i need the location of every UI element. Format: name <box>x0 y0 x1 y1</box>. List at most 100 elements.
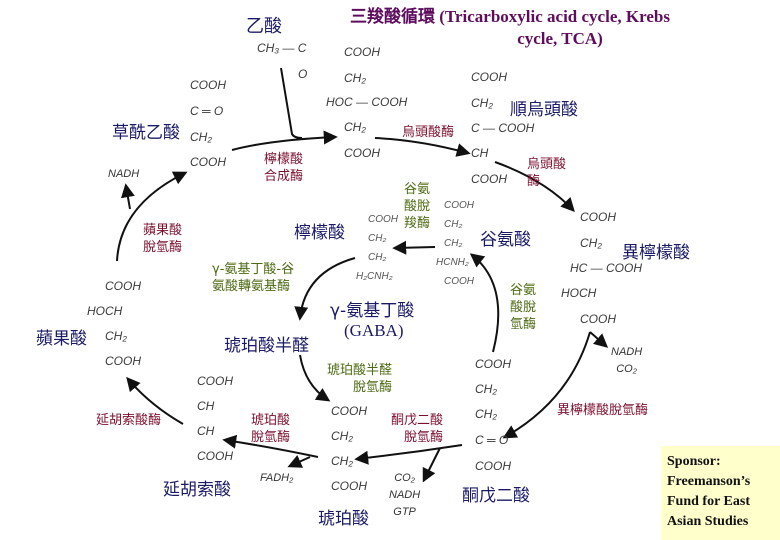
sponsor-line: Asian Studies <box>667 514 749 529</box>
cofactor-line: CO₂ <box>616 363 637 375</box>
cofactor-line: CO₂ <box>394 472 415 484</box>
arrow-isocitrate-nadh <box>589 331 609 348</box>
enzyme-line: 琥珀酸半醛 <box>326 363 392 378</box>
structure-row: CH₂ <box>190 130 212 144</box>
structure-row: COOH <box>580 312 616 326</box>
enzyme-line: 氨酸轉氨基酶 <box>212 279 291 294</box>
structure-row: COOH <box>331 479 367 493</box>
arrow-oxaloacetate-to-citrate <box>231 130 338 151</box>
compound-alpha-ketoglutarate: 酮戊二酸 <box>462 486 530 506</box>
arrow-gaba-to-ssa <box>294 257 356 321</box>
cofactor-line: NADH <box>389 489 421 501</box>
structure-row: CH₂ <box>331 429 353 443</box>
structure-row: COOH <box>580 210 616 224</box>
structure-row: COOH <box>105 354 141 368</box>
arrow-succinate-to-fumarate <box>222 434 319 458</box>
arrow-fumarate-to-malate <box>126 376 184 425</box>
enzyme-line: 蘋果酸 <box>143 223 183 238</box>
structure-row: COOH <box>444 276 474 287</box>
title-line-1: 三羧酸循環 (Tricarboxylic acid cycle, Krebs <box>350 7 670 26</box>
structure-row: COOH <box>197 374 233 388</box>
sponsor-box: Sponsor: Freemanson’s Fund for East Asia… <box>661 446 780 540</box>
cofactor-akg-products: CO₂ NADH GTP <box>389 470 420 521</box>
structure-row: CH₂ <box>580 236 602 250</box>
structure-row: H₂CNH₂ <box>356 271 393 282</box>
arrow-malate-nadh <box>121 183 135 210</box>
cofactor-isocitrate-products: NADH CO₂ <box>611 344 642 378</box>
structure-row: CH₂ <box>475 382 497 396</box>
compound-acetate: 乙酸 <box>246 16 282 37</box>
sponsor-line: Sponsor: <box>667 454 721 469</box>
structure-row: CH₂ <box>444 238 463 249</box>
enzyme-akg-dehydrogenase: 酮戊二酸 脫氫酶 <box>383 412 443 446</box>
structure-row: COOH <box>475 357 511 371</box>
structure-row: C ═ O <box>190 104 224 118</box>
structure-row: CH₂ <box>368 252 387 263</box>
compound-gaba: γ-氨基丁酸 (GABA) <box>330 296 414 341</box>
structure-row: CH₂ <box>344 120 366 134</box>
enzyme-line: 羧酶 <box>404 216 431 231</box>
enzyme-line: 烏頭酸酶 <box>402 125 455 140</box>
gaba-abbrev: (GABA) <box>344 321 404 340</box>
enzyme-line: 脫氫酶 <box>251 430 291 445</box>
arrow-succinate-fadh2 <box>287 455 311 468</box>
structure-row: CH₂ <box>105 329 127 343</box>
structure-row: CH₂ <box>471 96 493 110</box>
sponsor-line: Freemanson’s <box>667 474 751 489</box>
structure-row: HOCH <box>561 286 597 300</box>
structure-row: CH₂ <box>368 233 387 244</box>
enzyme-ssa-dehydrogenase: 琥珀酸半醛 脫氫酶 <box>312 362 392 396</box>
enzyme-line: 酸脫 <box>404 199 431 214</box>
title-line-2: cycle, TCA) <box>517 29 603 48</box>
structure-row: HC — COOH <box>570 261 642 275</box>
enzyme-line: 脫氫酶 <box>403 430 443 445</box>
enzyme-line: 谷氨 <box>510 283 537 298</box>
enzyme-aconitase: 烏頭酸酶 <box>402 124 454 141</box>
enzyme-aconitase-2: 烏頭酸 酶 <box>527 156 566 190</box>
structure-row: COOH <box>190 78 226 92</box>
arrow-akg-to-succinate <box>354 444 463 465</box>
structure-row: C — COOH <box>471 121 535 135</box>
arrow-ssa-to-succinate <box>299 354 331 402</box>
arrow-glutamate-to-gaba <box>392 240 436 255</box>
structure-row: CH₂ <box>475 407 497 421</box>
structure-row: COOH <box>471 172 507 186</box>
structure-row: CH <box>197 399 215 413</box>
compound-glutamate: 谷氨酸 <box>480 230 531 250</box>
sponsor-line: Fund for East <box>667 494 750 509</box>
cofactor-line: GTP <box>393 506 416 518</box>
enzyme-line: 酸脫 <box>510 300 537 315</box>
structure-row: O <box>298 67 308 81</box>
compound-succinate: 琥珀酸 <box>318 509 369 529</box>
enzyme-line: 氫酶 <box>510 317 537 332</box>
structure-row: CH₂ <box>344 71 366 85</box>
structure-row: CH₂ <box>331 454 353 468</box>
enzyme-malate-dehydrogenase: 蘋果酸 脫氫酶 <box>143 222 182 256</box>
compound-oxaloacetate: 草酰乙酸 <box>112 123 180 143</box>
arrow-isocitrate-to-akg <box>502 331 591 439</box>
enzyme-line: 琥珀酸 <box>251 413 291 428</box>
enzyme-succinate-dehydrogenase: 琥珀酸 脫氫酶 <box>251 412 290 446</box>
structure-row: COOH <box>444 200 474 211</box>
arrow-akg-products <box>422 447 441 483</box>
enzyme-line: 延胡索酸酶 <box>96 413 162 428</box>
structure-row: COOH <box>331 404 367 418</box>
enzyme-line: 合成酶 <box>264 169 304 184</box>
enzyme-line: 檸檬酸 <box>264 152 304 167</box>
structure-row: COOH <box>197 449 233 463</box>
cofactor-malate-nadh: NADH <box>108 168 140 180</box>
cofactor-line: NADH <box>611 346 643 358</box>
enzyme-line: 谷氨 <box>404 182 431 197</box>
compound-isocitrate: 異檸檬酸 <box>622 243 690 263</box>
arrow-malate-to-oxaloacetate <box>116 171 188 262</box>
structure-row: CH <box>197 424 215 438</box>
compound-malate: 蘋果酸 <box>36 329 87 349</box>
enzyme-line: 酮戊二酸 <box>390 413 443 428</box>
enzyme-gaba-transaminase: γ-氨基丁酸-谷 氨酸轉氨基酶 <box>212 261 294 295</box>
enzyme-line: 脫氫酶 <box>143 240 183 255</box>
enzyme-isocitrate-dehydrogenase: 異檸檬酸脫氫酶 <box>557 402 648 419</box>
enzyme-line: 酶 <box>527 174 541 189</box>
structure-row: COOH <box>368 214 398 225</box>
